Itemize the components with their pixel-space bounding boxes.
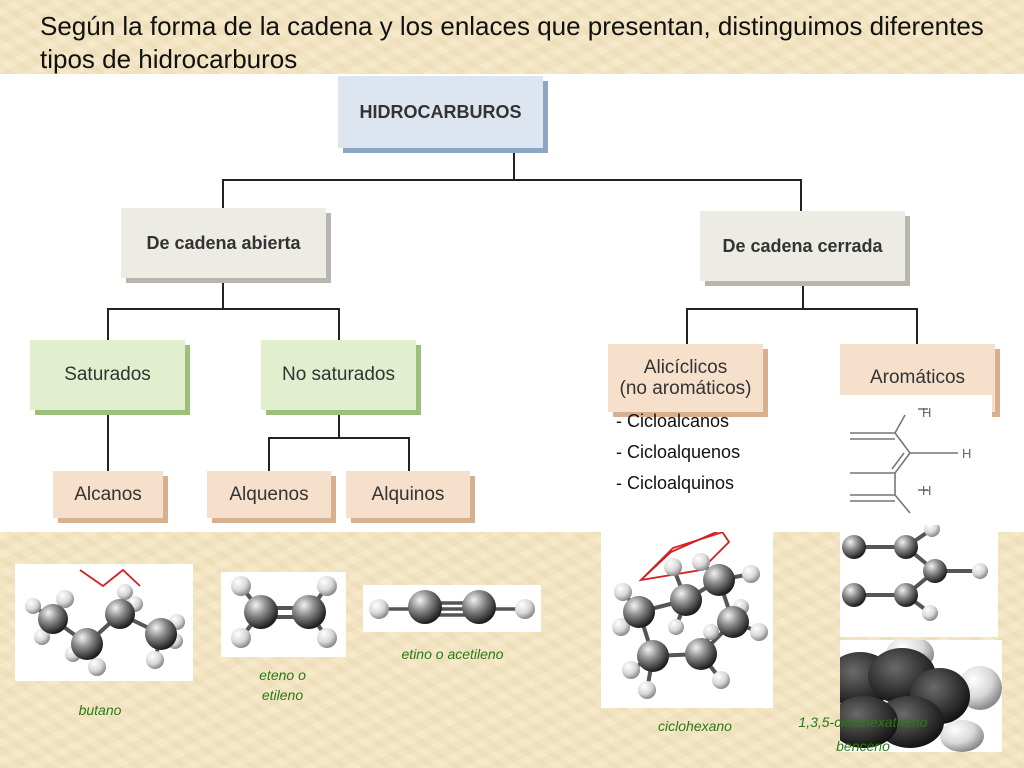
alicyclic-box: Alicíclicos (no aromáticos) (608, 344, 763, 412)
benzene-structure-svg: H H H (850, 405, 971, 514)
connector (802, 283, 804, 309)
benzene-caption: 1,3,5-ciclohexatrieno benceno (778, 710, 948, 758)
connector (338, 308, 340, 340)
ethene-ball-and-stick-model (231, 576, 337, 648)
connector (686, 308, 688, 344)
benzene-ball-and-stick-model (842, 521, 988, 621)
connector (107, 414, 109, 472)
alkenes-box: Alquenos (207, 471, 331, 518)
alicyclic-sublabel: (no aromáticos) (619, 378, 752, 399)
cyclohexane-ball-and-stick-model (612, 528, 768, 699)
connector (408, 437, 410, 471)
hydrocarbons-box: HIDROCARBUROS (338, 76, 543, 148)
connector (800, 179, 802, 212)
hydrogen-label: H (922, 483, 931, 498)
connector (338, 412, 340, 438)
open-chain-box: De cadena abierta (121, 208, 326, 278)
chair-skeletal-formula (638, 528, 731, 582)
ethene-name: eteno o (259, 667, 306, 683)
alicyclic-label: Alicíclicos (643, 357, 728, 378)
connector (222, 179, 224, 209)
hydrogen-label: H (922, 405, 931, 420)
benzene-space-filling-model (826, 636, 1002, 752)
connector (268, 437, 409, 439)
connector (686, 308, 918, 310)
saturated-box: Saturados (30, 340, 185, 410)
benzene-structural-formula: H H H (840, 395, 992, 523)
connector (107, 308, 109, 340)
alicyclic-list-item: - Cicloalquenos (616, 442, 741, 462)
alkanes-box: Alcanos (53, 471, 163, 518)
benzene-model-card (840, 521, 998, 637)
connector (107, 308, 339, 310)
connector (268, 437, 270, 471)
butane-ball-and-stick-model (25, 568, 185, 676)
benzene-common-name: benceno (836, 738, 890, 754)
hydrogen-label: H (962, 446, 971, 461)
ethyne-caption: etino o acetileno (401, 646, 504, 662)
cyclohexane-model-card (601, 528, 773, 708)
alicyclic-list-item: - Cicloalquinos (616, 473, 735, 493)
butane-caption: butano (78, 702, 122, 718)
closed-chain-box: De cadena cerrada (700, 211, 905, 281)
ethyne-model-card (363, 585, 541, 632)
alicyclic-list-item: - Cicloalcanos (616, 411, 730, 431)
slide-title: Según la forma de la cadena y los enlace… (40, 11, 984, 74)
unsaturated-box: No saturados (261, 340, 416, 410)
connector (513, 150, 515, 180)
ethene-caption: eteno o etileno (240, 665, 325, 705)
alkynes-box: Alquinos (346, 471, 470, 518)
alicyclic-list: - Cicloalcanos - Cicloalquenos - Cicloal… (616, 406, 740, 499)
cyclohexane-caption: ciclohexano (658, 718, 732, 734)
ethyne-ball-and-stick-model (369, 590, 535, 624)
connector (222, 281, 224, 309)
butane-model-card (15, 564, 193, 681)
zigzag-skeletal-formula (79, 568, 141, 588)
connector (916, 308, 918, 344)
chair-skeletal-edge (640, 531, 724, 581)
connector (222, 179, 801, 181)
benzene-iupac-name: 1,3,5-ciclohexatrieno (798, 714, 928, 730)
benzene-space-filling-card (826, 636, 1002, 752)
ethene-alt-name: etileno (261, 687, 304, 703)
ethene-model-card (221, 572, 346, 657)
